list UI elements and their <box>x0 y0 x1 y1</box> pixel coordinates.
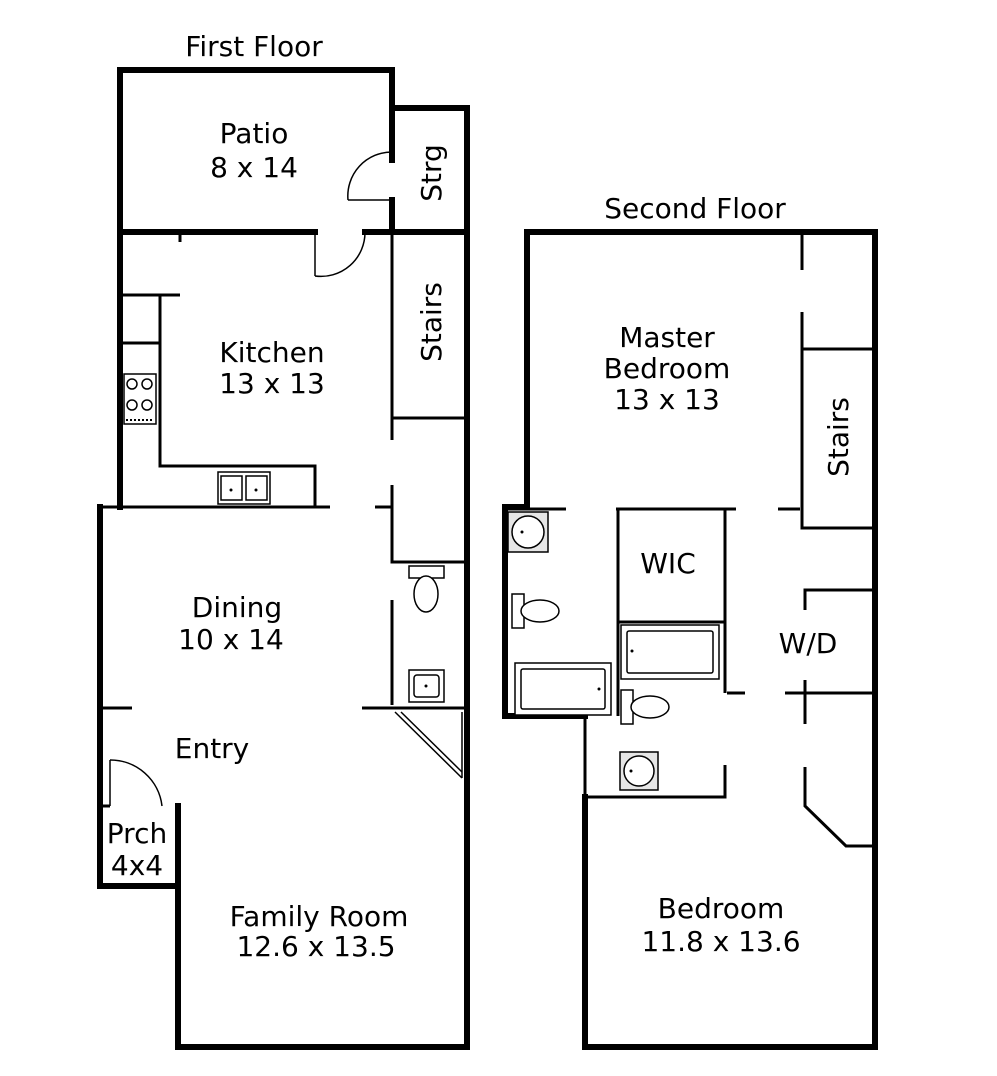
kitchen-sink-icon <box>217 471 271 505</box>
master-size: 13 x 13 <box>614 383 720 416</box>
bath-bumpout-wall <box>502 504 588 719</box>
dining-label: Dining <box>192 591 282 624</box>
kitchen-label: Kitchen <box>219 336 324 369</box>
family-room-label: Family Room <box>230 900 409 933</box>
second-floor-outer-wall <box>524 229 878 1050</box>
patio-door-icon <box>314 231 366 278</box>
porch-size: 4x4 <box>111 849 163 882</box>
kitchen-size: 13 x 13 <box>219 367 325 400</box>
wic-wall <box>616 509 727 624</box>
storage-door-icon <box>347 151 393 201</box>
second-stairs-label: Stairs <box>822 397 855 477</box>
porch-door-icon <box>109 759 163 807</box>
porch-label: Prch <box>107 817 167 850</box>
bedroom-size: 11.8 x 13.6 <box>641 925 800 958</box>
second-floor <box>502 229 878 1050</box>
first-floor <box>97 67 470 1050</box>
bath-south-wall <box>583 716 727 799</box>
first-stairs-label: Stairs <box>415 282 448 362</box>
hall-sink-icon <box>619 751 659 791</box>
master-toilet-icon <box>511 593 560 629</box>
hall-bathtub-icon <box>620 624 720 680</box>
patio-wall <box>117 67 395 111</box>
bedroom-label: Bedroom <box>658 892 785 925</box>
master-bathtub-icon <box>514 662 612 716</box>
family-room-wall <box>175 883 470 1050</box>
master-label-line2: Bedroom <box>604 352 731 385</box>
storage-label: Strg <box>415 144 448 202</box>
dining-size: 10 x 14 <box>178 623 284 656</box>
bath-sink-icon <box>408 669 445 703</box>
halfbath-wall <box>390 485 467 564</box>
storage-wall <box>389 105 470 233</box>
porch-wall <box>97 757 181 889</box>
patio-label: Patio <box>220 117 289 150</box>
wd-label: W/D <box>779 627 838 660</box>
master-label-line1: Master <box>619 321 715 354</box>
entry-label: Entry <box>175 732 250 765</box>
master-sink-icon <box>507 511 549 553</box>
first-floor-title: First Floor <box>185 30 323 63</box>
closet-door-icon <box>394 711 463 779</box>
stairs-wall <box>800 312 875 530</box>
bedroom-closet-wall <box>803 767 875 848</box>
family-room-size: 12.6 x 13.5 <box>236 930 395 963</box>
second-floor-title: Second Floor <box>604 192 786 225</box>
stove-icon <box>123 373 157 425</box>
wd-north-wall <box>803 588 875 610</box>
patio-size: 8 x 14 <box>210 151 298 184</box>
wic-label: WIC <box>640 547 696 580</box>
kitchen-counter <box>158 295 317 507</box>
hall-toilet-icon <box>620 689 670 725</box>
toilet-icon <box>408 565 445 613</box>
